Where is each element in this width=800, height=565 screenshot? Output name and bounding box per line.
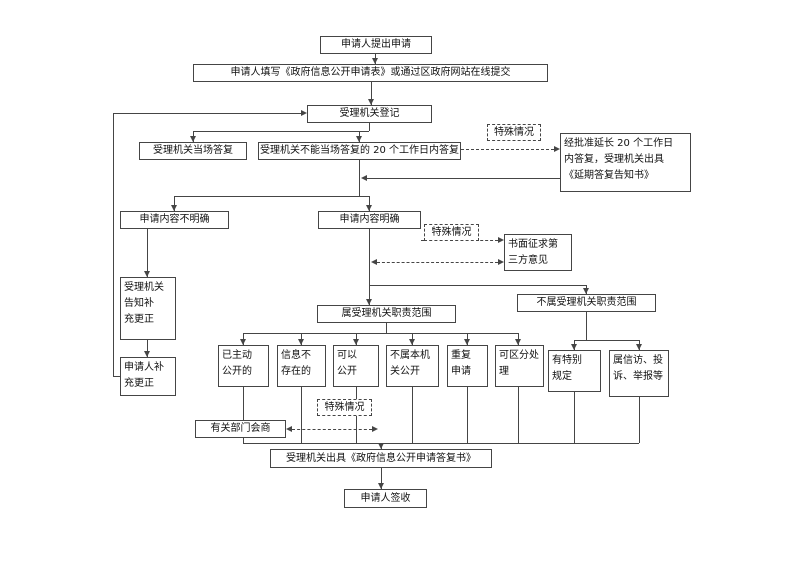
arrowhead (372, 58, 378, 64)
connector-line (574, 392, 575, 443)
connector-line (467, 387, 468, 443)
node-reply-within-20-days: 受理机关不能当场答复的 20 个工作日内答复 (258, 142, 461, 160)
arrowhead (356, 136, 362, 142)
node-sign-receipt: 申请人签收 (344, 489, 427, 508)
node-info-not-exist: 信息不 存在的 (277, 345, 326, 387)
connector-line-dashed (377, 262, 498, 263)
node-fill-form: 申请人填写《政府信息公开申请表》或通过区政府网站在线提交 (193, 64, 548, 82)
connector-line (193, 131, 369, 132)
node-onsite-reply: 受理机关当场答复 (139, 142, 247, 160)
connector-line-dashed (461, 149, 554, 150)
connector-line (371, 81, 372, 105)
arrowhead (361, 175, 367, 181)
arrowhead (409, 339, 415, 345)
arrowhead (171, 205, 177, 211)
arrowhead (464, 339, 470, 345)
arrowhead (371, 259, 377, 265)
arrowhead (571, 344, 577, 350)
arrowhead (498, 259, 504, 265)
connector-line (369, 196, 370, 211)
connector-line (586, 311, 587, 340)
connector-line (113, 376, 120, 377)
connector-line (147, 228, 148, 277)
node-special-case-extension: 特殊情况 (487, 124, 541, 141)
arrowhead (554, 146, 560, 152)
node-registration: 受理机关登记 (307, 105, 432, 123)
node-extension-reply: 经批准延长 20 个工作日 内答复，受理机关出具 《延期答复告知书》 (560, 133, 691, 192)
arrowhead (498, 237, 504, 243)
arrowhead (353, 339, 359, 345)
connector-line (147, 340, 148, 357)
connector-line (412, 387, 413, 443)
arrowhead (301, 110, 307, 116)
node-duplicate-request: 重复 申请 (447, 345, 488, 387)
node-petition-complaint: 属信访、投 诉、举报等 (609, 350, 669, 397)
connector-line (386, 322, 387, 333)
connector-line (369, 228, 370, 305)
connector-line (574, 340, 639, 341)
arrowhead (366, 299, 372, 305)
arrowhead (298, 339, 304, 345)
arrowhead (372, 426, 378, 432)
connector-line (113, 113, 301, 114)
node-applicant-supplement: 申请人补 充更正 (120, 357, 176, 396)
arrowhead (378, 443, 384, 449)
arrowhead (636, 344, 642, 350)
connector-line (301, 387, 302, 443)
node-already-disclosed: 已主动 公开的 (218, 345, 269, 387)
connector-line-dashed (292, 429, 372, 430)
connector-line (243, 333, 518, 334)
arrowhead (366, 205, 372, 211)
node-separable-handling: 可区分处 理 (495, 345, 544, 387)
connector-line (369, 122, 370, 131)
connector-line (518, 387, 519, 443)
connector-line (174, 196, 369, 197)
connector-line (243, 387, 244, 443)
node-notify-supplement: 受理机关 告知补 充更正 (120, 277, 176, 340)
connector-line (369, 285, 586, 286)
node-special-provisions: 有特别 规定 (548, 350, 601, 392)
node-reply-document: 受理机关出具《政府信息公开申请答复书》 (270, 449, 492, 468)
arrowhead (368, 99, 374, 105)
node-content-unclear: 申请内容不明确 (120, 211, 229, 229)
arrowhead (144, 351, 150, 357)
connector-line (639, 397, 640, 443)
arrowhead (190, 136, 196, 142)
connector-line (359, 159, 360, 196)
connector-line (381, 467, 382, 489)
connector-line (113, 113, 114, 376)
arrowhead (515, 339, 521, 345)
arrowhead (583, 288, 589, 294)
arrowhead (240, 339, 246, 345)
arrowhead (286, 426, 292, 432)
arrowhead (378, 483, 384, 489)
node-special-case-third-party: 特殊情况 (424, 224, 479, 241)
connector-line (174, 196, 175, 211)
node-out-of-scope: 不属受理机关职责范围 (517, 294, 656, 312)
node-dept-consultation: 有关部门会商 (195, 420, 286, 438)
arrowhead (144, 271, 150, 277)
node-can-disclose: 可以 公开 (333, 345, 379, 387)
connector-line (367, 178, 560, 179)
node-other-agency: 不属本机 关公开 (386, 345, 439, 387)
node-content-clear: 申请内容明确 (318, 211, 421, 229)
node-third-party-opinion: 书面征求第 三方意见 (504, 234, 572, 271)
connector-line (243, 443, 639, 444)
node-submit-application: 申请人提出申请 (320, 36, 432, 54)
node-special-case-consult: 特殊情况 (317, 399, 372, 416)
node-in-scope: 属受理机关职责范围 (317, 305, 456, 323)
